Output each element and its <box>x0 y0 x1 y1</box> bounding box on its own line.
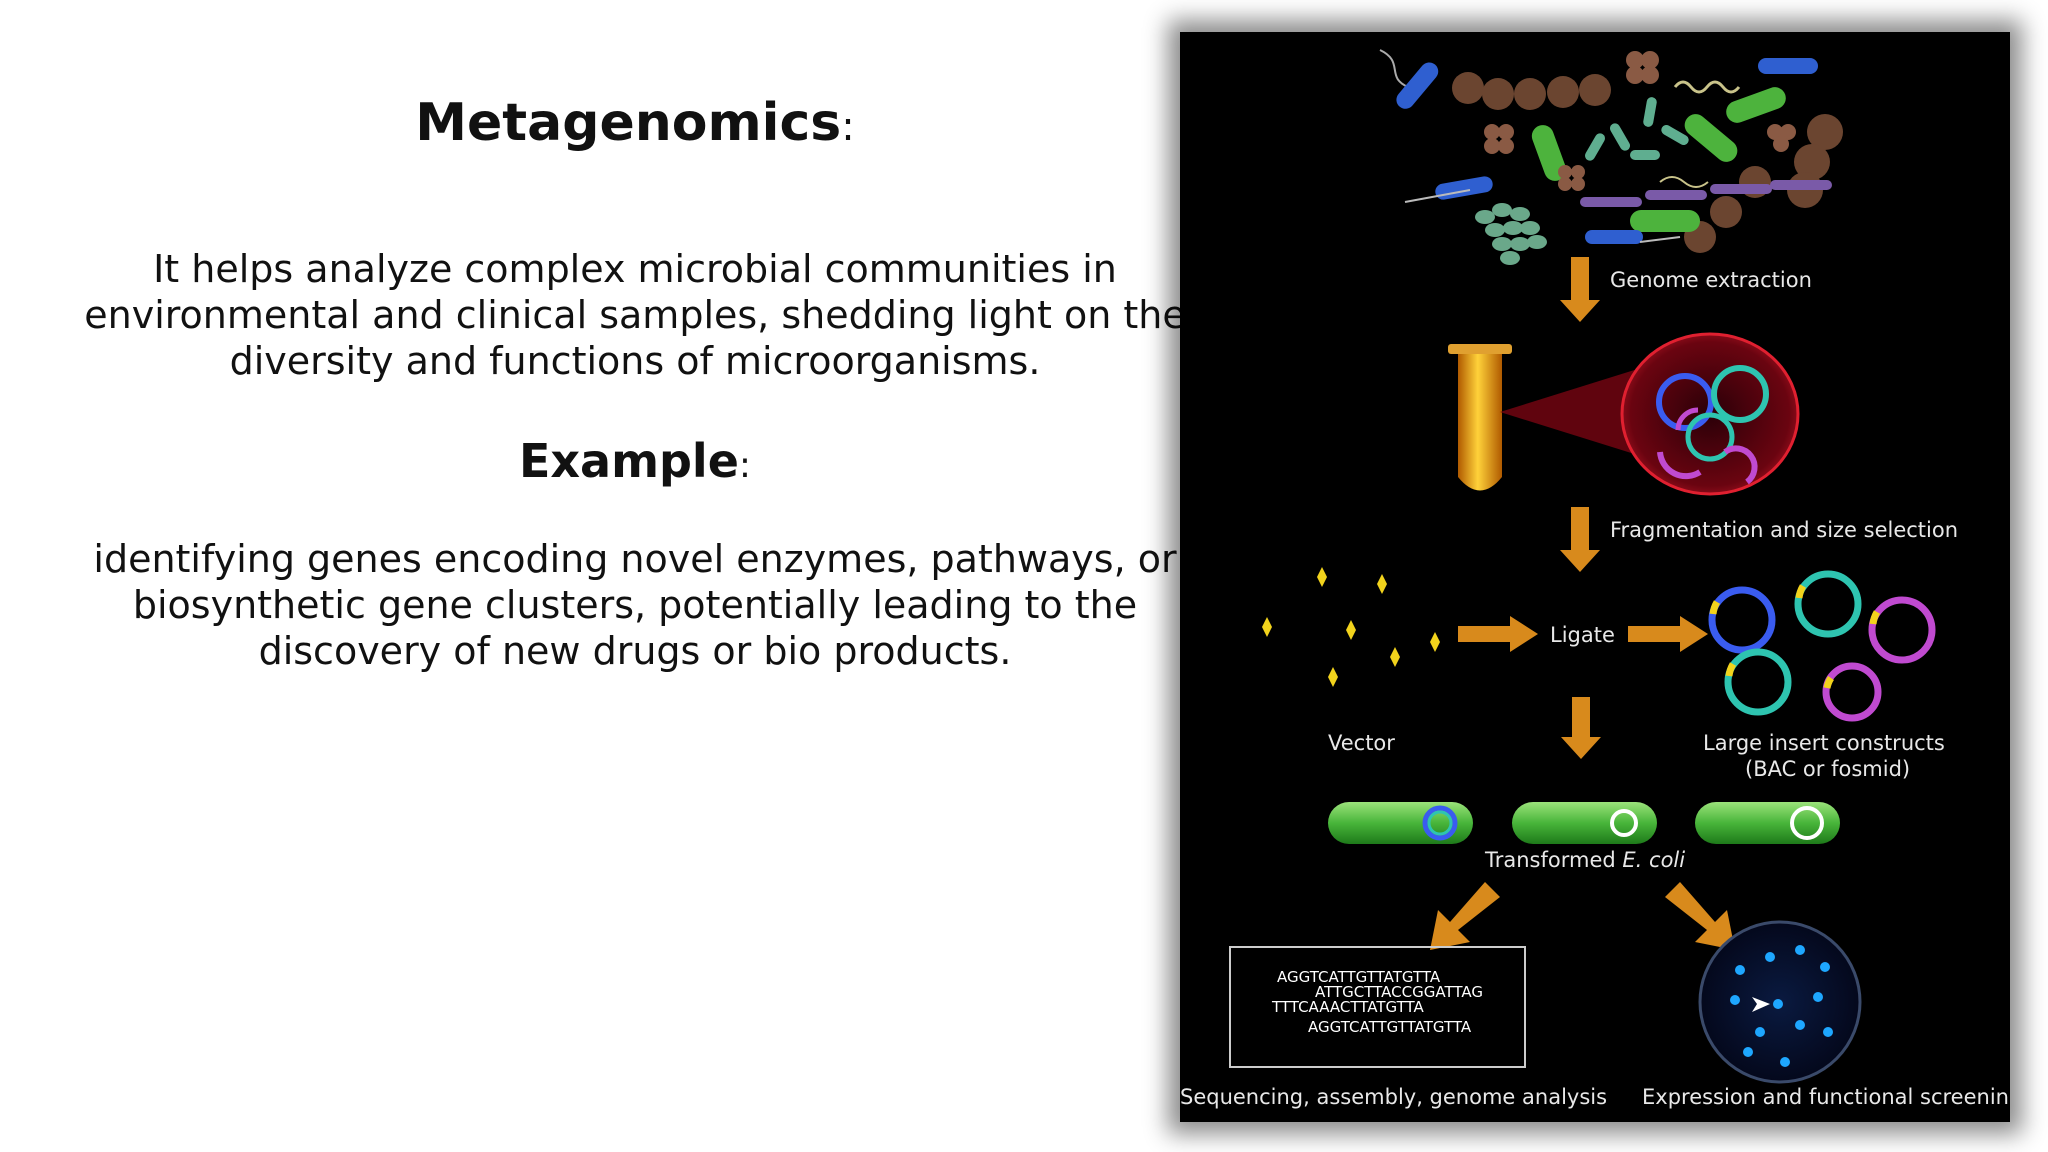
pointer-icon <box>1752 997 1770 1012</box>
example-heading: Example: <box>80 434 1190 489</box>
test-tube-icon <box>1448 344 1512 491</box>
arrow-right-icon <box>1628 616 1708 652</box>
label-expression: Expression and functional screening <box>1642 1085 2010 1109</box>
title-heading: Metagenomics: <box>80 92 1190 154</box>
sequence-line: AGGTCATTGTTATGTTA <box>1308 1018 1472 1036</box>
label-sequencing: Sequencing, assembly, genome analysis <box>1180 1085 1607 1109</box>
arrow-right-icon <box>1458 616 1538 652</box>
genome-lens <box>1620 332 1800 496</box>
label-genome-extraction: Genome extraction <box>1610 268 1812 292</box>
arrow-down-icon <box>1560 257 1600 322</box>
arrow-down-icon <box>1560 507 1600 572</box>
example-colon: : <box>738 445 752 486</box>
sequence-box: AGGTCATTGTTATGTTA ATTGCTTACCGGATTAG TTTC… <box>1229 946 1526 1068</box>
title-text: Metagenomics <box>415 93 842 153</box>
magnifier-cone <box>1500 362 1660 462</box>
metagenomics-workflow-figure: Genome extraction Fragmentation and size… <box>1180 32 2010 1122</box>
microbial-community <box>1379 49 1843 265</box>
label-large-insert: Large insert constructs <box>1703 731 1945 755</box>
example-paragraph: identifying genes encoding novel enzymes… <box>93 537 1177 673</box>
title-colon: : <box>841 104 855 150</box>
ecoli-cells <box>1328 802 1840 844</box>
arrow-down-right-icon <box>1665 882 1735 950</box>
sequence-line: TTTCAAACTTATGTTA <box>1271 998 1425 1016</box>
label-bac-fosmid: (BAC or fosmid) <box>1745 757 1910 781</box>
arrow-down-left-icon <box>1430 882 1500 950</box>
sequence-line: ATTGCTTACCGGATTAG <box>1315 983 1483 1001</box>
label-vector: Vector <box>1328 731 1395 755</box>
workflow-diagram: Genome extraction Fragmentation and size… <box>1180 49 2010 1109</box>
plasmid-constructs <box>1708 570 1936 722</box>
example-text: Example <box>518 434 739 488</box>
petri-dish <box>1698 920 1862 1084</box>
label-fragmentation: Fragmentation and size selection <box>1610 518 1958 542</box>
label-transformed: Transformed E. coli <box>1484 848 1685 872</box>
label-ligate: Ligate <box>1550 623 1615 647</box>
label-ecoli: E. coli <box>1622 848 1685 872</box>
sequence-line: AGGTCATTGTTATGTTA <box>1277 968 1441 986</box>
arrow-down-icon <box>1561 697 1601 759</box>
dna-fragments <box>1262 567 1440 687</box>
label-transformed-text: Transformed <box>1484 848 1616 872</box>
description-paragraph: It helps analyze complex microbial commu… <box>84 247 1186 383</box>
